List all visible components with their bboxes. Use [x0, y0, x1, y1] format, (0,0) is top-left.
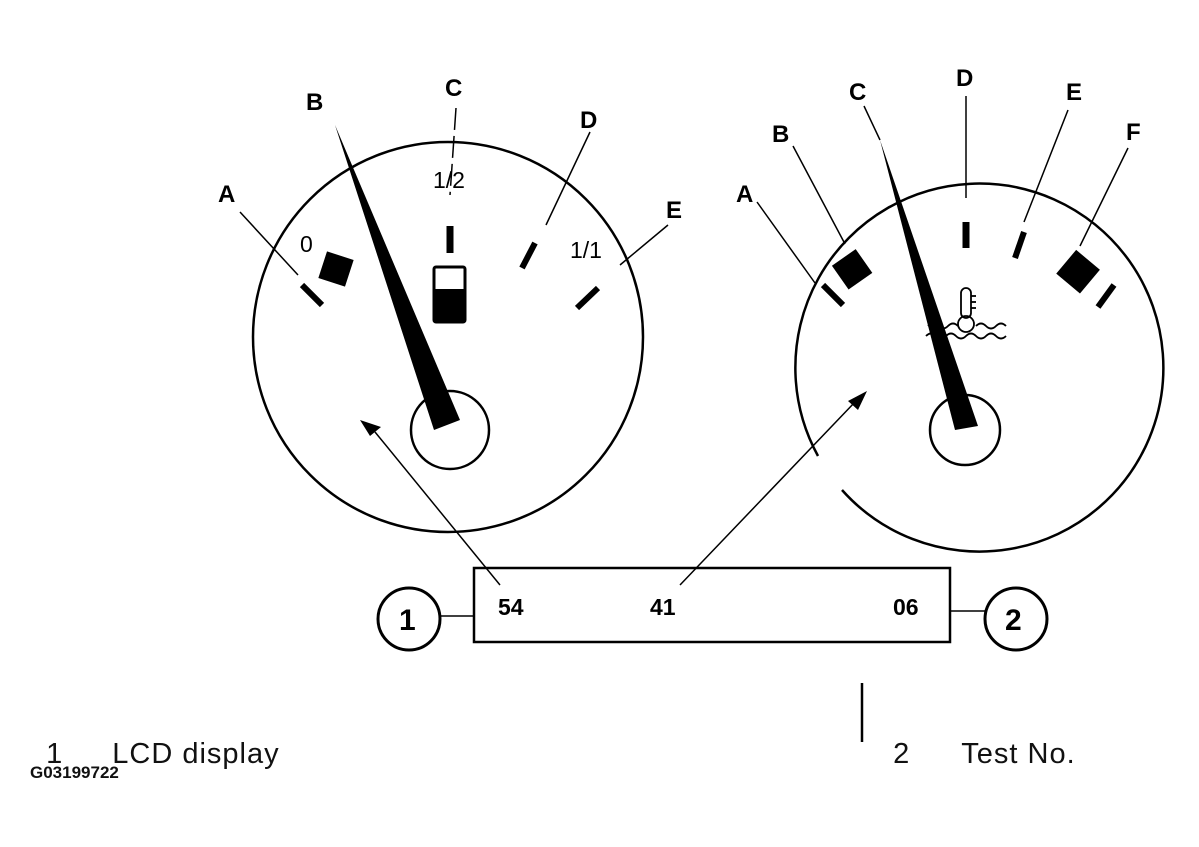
- legend-item-2-number: 2: [893, 738, 910, 770]
- temp-gauge: A B C D E F: [736, 65, 1165, 553]
- temp-gauge-dial: [794, 182, 1165, 553]
- arrow-to-temp-gauge: [679, 401, 856, 586]
- fuel-scale-full: 1/1: [570, 237, 602, 263]
- lcd-value-right: 06: [893, 594, 919, 620]
- fuel-leader-e: [619, 224, 669, 266]
- temp-label-a: A: [736, 181, 753, 208]
- fuel-gauge: A B C D E 0 1/2 1/1: [218, 75, 682, 534]
- temp-leader-a: [756, 201, 816, 284]
- temp-leader-f: [1079, 147, 1129, 247]
- fuel-label-d: D: [580, 107, 597, 134]
- fuel-label-b: B: [306, 89, 323, 116]
- temp-label-c: C: [849, 79, 866, 106]
- temp-b-marker: [831, 249, 873, 290]
- lcd-value-left: 54: [498, 594, 524, 620]
- legend-item-1: 1 LCD display: [30, 705, 280, 771]
- temp-tick-e: [1012, 231, 1027, 259]
- fuel-leader-a: [239, 211, 299, 276]
- legend-item-2: 2 Test No.: [877, 705, 1076, 771]
- temp-label-b: B: [772, 121, 789, 148]
- pointer-arrows: [360, 391, 867, 586]
- lcd-display: 54 41 06: [472, 566, 952, 644]
- fuel-scale-half: 1/2: [433, 167, 465, 193]
- callout-1-number: 1: [399, 604, 416, 637]
- fuel-label-e: E: [666, 197, 682, 224]
- callout-1: 1: [376, 586, 474, 652]
- arrow-head-icon: [360, 420, 381, 436]
- temp-label-f: F: [1126, 119, 1141, 146]
- temp-leader-e: [1023, 109, 1069, 223]
- lcd-display-frame: [472, 566, 952, 644]
- fuel-scale-empty: 0: [300, 231, 313, 257]
- fuel-tick-e: [574, 285, 601, 311]
- temp-tick-f: [1095, 283, 1117, 309]
- fuel-leader-d: [545, 131, 591, 226]
- temp-tick-a: [820, 282, 846, 308]
- temp-label-d: D: [956, 65, 973, 92]
- temp-leader-c: [863, 105, 881, 141]
- legend-item-1-number: 1: [46, 738, 63, 770]
- fuel-needle: [335, 125, 460, 430]
- lcd-value-middle: 41: [650, 594, 676, 620]
- temp-leader-b: [792, 145, 846, 245]
- temp-label-e: E: [1066, 79, 1082, 106]
- fuel-tick-a: [299, 282, 325, 308]
- temp-needle: [880, 140, 978, 430]
- legend-item-1-text: LCD display: [112, 738, 280, 770]
- figure-id: G03199722: [30, 763, 119, 782]
- temp-f-marker: [1056, 249, 1100, 294]
- arrow-to-fuel-gauge: [374, 431, 501, 586]
- fuel-pump-icon: [432, 265, 467, 324]
- fuel-label-c: C: [445, 75, 462, 102]
- callout-2: 2: [950, 586, 1049, 652]
- arrow-head-icon: [848, 391, 867, 410]
- callout-2-number: 2: [1005, 604, 1022, 637]
- fuel-tick-d: [519, 241, 538, 270]
- fuel-b-marker: [318, 251, 354, 287]
- fuel-gauge-dial: [251, 140, 645, 534]
- fuel-leader-c: [449, 107, 457, 196]
- legend-item-2-text: Test No.: [961, 738, 1076, 770]
- fuel-label-a: A: [218, 181, 235, 208]
